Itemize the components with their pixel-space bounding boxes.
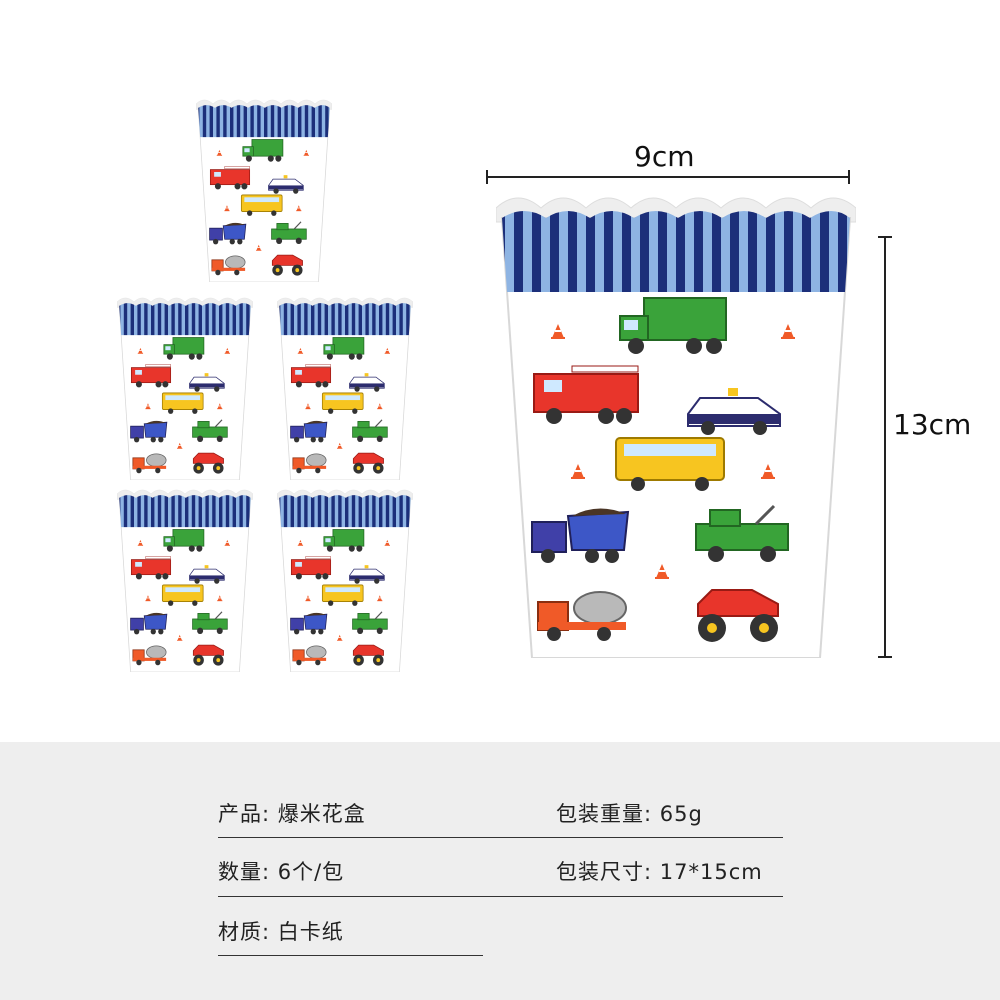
spec-material: 材质: 白卡纸 — [218, 920, 344, 944]
popcorn-box-icon — [277, 486, 413, 672]
spec-divider — [218, 837, 783, 838]
popcorn-box-large — [496, 188, 856, 658]
popcorn-box-icon — [196, 96, 332, 282]
spec-package-size: 包装尺寸: 17*15cm — [556, 860, 763, 884]
spec-package-weight: 包装重量: 65g — [556, 802, 703, 826]
popcorn-box-icon — [117, 486, 253, 672]
width-dimension-line — [486, 170, 850, 184]
spec-divider — [218, 896, 783, 897]
width-label: 9cm — [634, 140, 695, 173]
height-dimension-line — [878, 236, 892, 658]
spec-panel: 产品: 爆米花盒 包装重量: 65g 数量: 6个/包 包装尺寸: 17*15c… — [0, 742, 1000, 1000]
spec-quantity: 数量: 6个/包 — [218, 860, 345, 884]
height-label: 13cm — [893, 408, 972, 441]
popcorn-box-icon — [117, 294, 253, 480]
product-photo: 9cm 13cm — [117, 96, 972, 672]
popcorn-box-icon — [277, 294, 413, 480]
spec-product: 产品: 爆米花盒 — [218, 802, 366, 826]
spec-divider — [218, 955, 483, 956]
